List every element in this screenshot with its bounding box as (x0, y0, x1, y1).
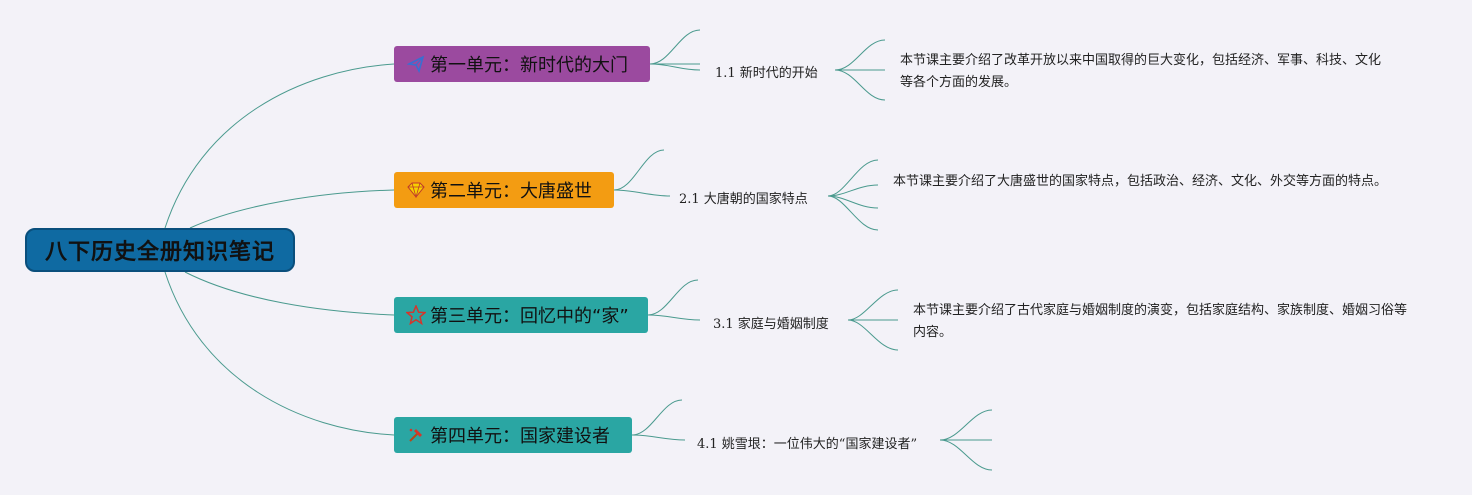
unit-1-title: 第一单元：新时代的大门 (430, 55, 628, 76)
root-topic[interactable]: 八下历史全册知识笔记 (25, 228, 295, 272)
hammer-icon (406, 425, 426, 445)
unit-3-title: 第三单元：回忆中的“家” (430, 306, 629, 327)
lesson-4-1[interactable]: 4.1 姚雪垠：一位伟大的“国家建设者” (697, 433, 917, 452)
unit-4-topic[interactable]: 第四单元：国家建设者 (394, 417, 632, 453)
unit-4-title: 第四单元：国家建设者 (430, 426, 610, 447)
note-3-1-text: 本节课主要介绍了古代家庭与婚姻制度的演变，包括家庭结构、家族制度、婚姻习俗等内容… (913, 303, 1408, 340)
note-2-1[interactable]: 本节课主要介绍了大唐盛世的国家特点，包括政治、经济、文化、外交等方面的特点。 (893, 171, 1388, 193)
diamond-icon (406, 180, 426, 200)
lesson-2-1-label: 2.1 大唐朝的国家特点 (679, 192, 808, 207)
lesson-3-1-label: 3.1 家庭与婚姻制度 (713, 317, 829, 332)
note-3-1[interactable]: 本节课主要介绍了古代家庭与婚姻制度的演变，包括家庭结构、家族制度、婚姻习俗等内容… (913, 300, 1408, 344)
lesson-1-1-label: 1.1 新时代的开始 (715, 66, 818, 81)
paper-plane-icon (406, 54, 426, 74)
note-2-1-text: 本节课主要介绍了大唐盛世的国家特点，包括政治、经济、文化、外交等方面的特点。 (893, 174, 1388, 189)
unit-2-topic[interactable]: 第二单元：大唐盛世 (394, 172, 614, 208)
unit-3-topic[interactable]: 第三单元：回忆中的“家” (394, 297, 648, 333)
root-title: 八下历史全册知识笔记 (44, 240, 275, 265)
lesson-3-1[interactable]: 3.1 家庭与婚姻制度 (713, 313, 829, 332)
lesson-2-1[interactable]: 2.1 大唐朝的国家特点 (679, 188, 808, 207)
note-1-1-text: 本节课主要介绍了改革开放以来中国取得的巨大变化，包括经济、军事、科技、文化等各个… (900, 53, 1382, 90)
unit-2-title: 第二单元：大唐盛世 (430, 181, 592, 202)
lesson-4-1-label: 4.1 姚雪垠：一位伟大的“国家建设者” (697, 437, 918, 452)
star-icon (406, 305, 426, 325)
note-1-1[interactable]: 本节课主要介绍了改革开放以来中国取得的巨大变化，包括经济、军事、科技、文化等各个… (900, 50, 1390, 94)
unit-1-topic[interactable]: 第一单元：新时代的大门 (394, 46, 650, 82)
lesson-1-1[interactable]: 1.1 新时代的开始 (715, 62, 818, 81)
